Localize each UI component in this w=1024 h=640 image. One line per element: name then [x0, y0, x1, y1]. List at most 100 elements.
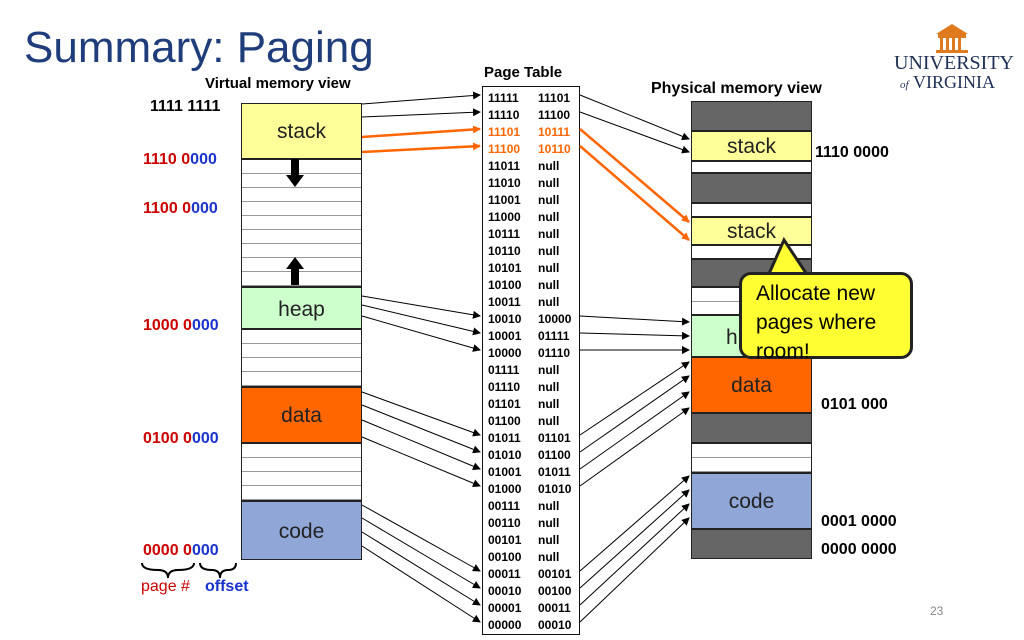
- physical-memory-header: Physical memory view: [651, 80, 822, 97]
- page-table-vpn: 10111: [488, 227, 521, 241]
- virtual-memory-header: Virtual memory view: [205, 75, 351, 92]
- page-table-row: 11000 null: [483, 209, 579, 226]
- page-table-ppn: 01101: [538, 431, 571, 445]
- page-table-row: 01010 01100: [483, 447, 579, 464]
- page-table-vpn: 11000: [488, 210, 521, 224]
- page-table-ppn: null: [538, 244, 560, 258]
- offset-label: offset: [205, 578, 249, 595]
- page-table-vpn: 11011: [488, 159, 521, 173]
- virtual-to-pagetable-arrow: [361, 545, 481, 623]
- virtual-address-5: 0000 0000: [143, 542, 219, 559]
- pagetable-to-physical-arrow: [579, 111, 690, 154]
- virtual-unused-region-2: [241, 329, 362, 387]
- virtual-to-pagetable-arrow: [361, 531, 481, 606]
- physical-free-frame-2: [691, 203, 812, 217]
- page-table-ppn: null: [538, 550, 560, 564]
- virtual-to-pagetable-arrow: [361, 419, 481, 471]
- virtual-stack-label: stack: [276, 120, 326, 143]
- callout-line-1: Allocate new: [756, 282, 876, 305]
- page-table-vpn: 01011: [488, 431, 521, 445]
- callout-line-2: pages where: [756, 311, 877, 334]
- physical-address-1: 1110 0000: [815, 144, 889, 161]
- pagetable-to-physical-arrow: [579, 361, 690, 436]
- pagetable-to-physical-arrow-highlight: [579, 128, 690, 223]
- page-table-ppn: null: [538, 193, 560, 207]
- physical-used-frame-5: [691, 529, 812, 559]
- virtual-code-segment: code: [241, 501, 362, 560]
- page-table-ppn: 10111: [538, 125, 571, 139]
- page-table-ppn: null: [538, 516, 560, 530]
- physical-address-4: 0000 0000: [821, 541, 897, 558]
- page-table-ppn: null: [538, 176, 560, 190]
- pagetable-to-physical-arrow: [579, 407, 690, 487]
- page-table-ppn: 00100: [538, 584, 572, 598]
- physical-address-3: 0001 0000: [821, 513, 897, 530]
- virtual-address-2: 1100 0000: [143, 200, 218, 217]
- virtual-unused-region-3: [241, 443, 362, 501]
- page-table-vpn: 00100: [488, 550, 522, 564]
- page-table-row: 11111 11101: [483, 90, 579, 107]
- virtual-to-pagetable-arrow: [361, 436, 481, 488]
- page-offset-brace: [141, 562, 237, 579]
- pagetable-to-physical-arrow: [579, 475, 690, 572]
- page-table-ppn: 11100: [538, 108, 571, 122]
- page-table-row: 00111 null: [483, 498, 579, 515]
- pagetable-to-physical-arrow-highlight: [579, 145, 690, 241]
- page-table-ppn: 11101: [538, 91, 571, 105]
- page-table-vpn: 11111: [488, 91, 519, 105]
- virtual-data-segment: data: [241, 387, 362, 443]
- page-table-ppn: 01010: [538, 482, 572, 496]
- page-table-ppn: null: [538, 210, 560, 224]
- page-table-ppn: 00011: [538, 601, 571, 615]
- pagetable-to-physical-arrow: [579, 391, 690, 470]
- logo-of: of: [900, 79, 909, 91]
- page-table-ppn: 10110: [538, 142, 571, 156]
- physical-free-frame: [691, 161, 812, 173]
- page-table-ppn: null: [538, 295, 560, 309]
- physical-stack-frame-1: stack: [691, 131, 812, 161]
- page-table-vpn: 10100: [488, 278, 522, 292]
- stack-grows-down-arrow-icon: [286, 159, 304, 187]
- virtual-to-pagetable-arrow: [361, 91, 481, 105]
- virtual-to-pagetable-arrow: [361, 315, 481, 352]
- page-table-vpn: 10101: [488, 261, 522, 275]
- page-table-vpn: 01110: [488, 380, 521, 394]
- page-table-vpn: 00111: [488, 499, 521, 513]
- page-table-ppn: 01100: [538, 448, 571, 462]
- page-table-vpn: 01010: [488, 448, 522, 462]
- physical-used-frame-2: [691, 173, 812, 203]
- pagetable-to-physical-arrow: [579, 517, 690, 623]
- page-table-ppn: 00010: [538, 618, 572, 632]
- virtual-to-pagetable-arrow: [361, 391, 481, 437]
- virtual-memory-column: stack heap data code: [241, 103, 362, 560]
- physical-stack-label-2: stack: [726, 220, 776, 243]
- virtual-to-pagetable-arrow: [361, 504, 481, 572]
- logo-line1: UNIVERSITY: [894, 52, 1014, 74]
- physical-free-frame-5: [691, 443, 812, 473]
- slide-number: 23: [930, 604, 944, 618]
- page-table-vpn: 11010: [488, 176, 521, 190]
- page-table-ppn: null: [538, 499, 560, 513]
- page-table-vpn: 00110: [488, 516, 521, 530]
- heap-grows-up-arrow-icon: [286, 257, 304, 285]
- page-table-vpn: 11100: [488, 142, 521, 156]
- virtual-unused-region: [241, 159, 362, 287]
- physical-heap-label: h: [726, 326, 738, 349]
